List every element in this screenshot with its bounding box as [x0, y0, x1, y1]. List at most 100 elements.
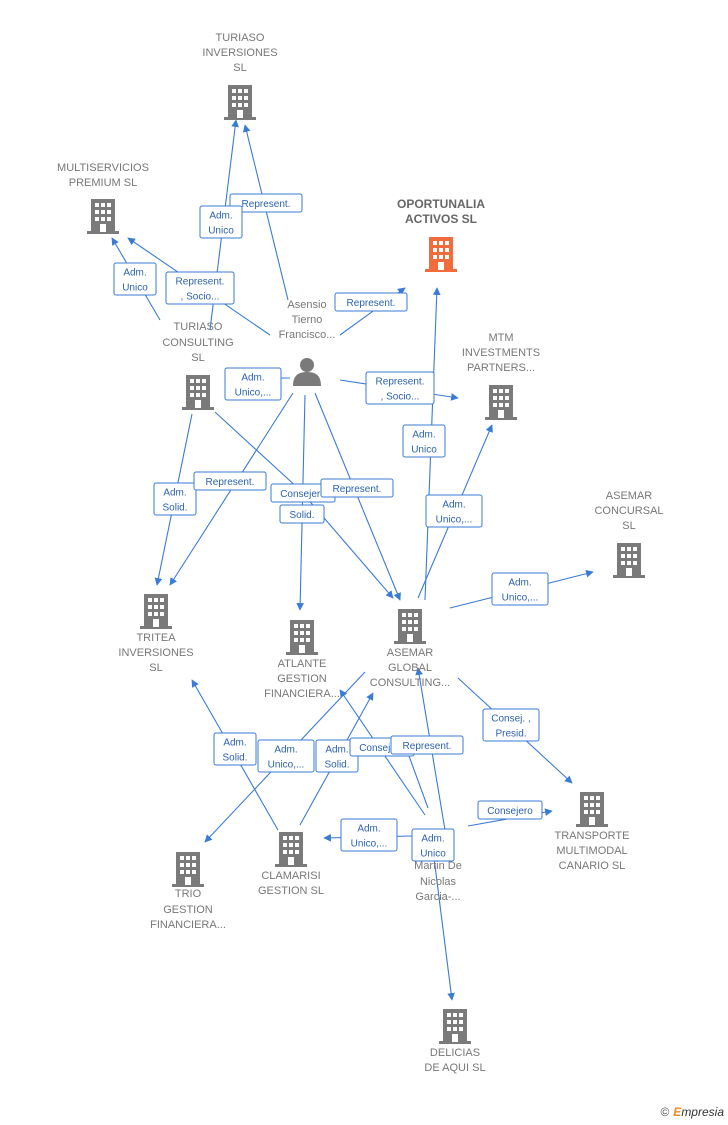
- node-trio[interactable]: TRIO GESTION FINANCIERA...: [150, 852, 226, 931]
- edge-label-text: Adm.: [412, 430, 435, 441]
- edge-label-text: Adm.: [421, 834, 444, 845]
- edge-label-text: Adm.: [241, 373, 264, 384]
- edge-label-text: Unico,...: [502, 593, 539, 604]
- edge-label-text: Unico,...: [351, 839, 388, 850]
- edge-label-text: Unico: [420, 849, 446, 860]
- building-icon: [576, 792, 608, 827]
- building-icon: [439, 1009, 471, 1044]
- node-label-line: TURIASO: [216, 32, 265, 44]
- edge-label-text: Unico,...: [235, 388, 272, 399]
- edge-label-text: Adm.: [508, 578, 531, 589]
- node-turiaso_cons[interactable]: TURIASO CONSULTING SL: [162, 321, 234, 410]
- edge-label-text: Adm.: [223, 738, 246, 749]
- edge-label-text: Consejero: [487, 806, 533, 817]
- node-label-line: FINANCIERA...: [150, 919, 226, 931]
- node-label-line: TURIASO: [174, 321, 223, 333]
- building-icon: [425, 237, 457, 272]
- node-mtm[interactable]: MTM INVESTMENTS PARTNERS...: [462, 332, 540, 420]
- edge-label-e21[interactable]: Represent.: [390, 735, 464, 755]
- node-label-line: MTM: [488, 332, 513, 344]
- edge-label-e2[interactable]: Adm. Unico: [199, 205, 243, 239]
- building-icon: [140, 594, 172, 629]
- copyright-icon: ©: [660, 1105, 670, 1119]
- node-label-line: INVESTMENTS: [462, 347, 540, 359]
- node-martin[interactable]: Martin DeNicolasGarcia-...: [414, 860, 462, 903]
- building-icon: [286, 620, 318, 655]
- node-label-line: CONCURSAL: [594, 505, 663, 517]
- edge-label-e16[interactable]: Consej. , Presid.: [482, 708, 540, 742]
- edge-label-text: Unico,...: [268, 760, 305, 771]
- node-label-line: SL: [191, 352, 204, 364]
- edge-label-text: Unico: [208, 226, 234, 237]
- node-label-line: PREMIUM SL: [69, 177, 137, 189]
- node-label-line: GESTION: [163, 904, 213, 916]
- edge-label-e6[interactable]: Adm. Unico,...: [224, 367, 282, 401]
- edge-label-e1[interactable]: Represent.: [229, 193, 303, 213]
- node-label-line: Asensio: [287, 299, 326, 311]
- node-label-line: SL: [233, 62, 246, 74]
- edge-label-e3[interactable]: Adm. Unico: [113, 262, 157, 296]
- node-label-line: CONSULTING: [162, 337, 233, 349]
- edge-label-text: Presid.: [495, 729, 526, 740]
- edge-label-e7[interactable]: Represent., Socio...: [365, 371, 435, 405]
- edge-label-e5[interactable]: Represent.: [334, 292, 408, 312]
- brand-logo-initial: E: [673, 1105, 682, 1119]
- node-label-line: SL: [149, 662, 162, 674]
- node-label-line: SL: [622, 520, 635, 532]
- edge-label-e12[interactable]: Solid.: [279, 504, 325, 524]
- edge-label-e10[interactable]: Represent.: [193, 471, 267, 491]
- edge-label-e14[interactable]: Adm.Unico,...: [425, 494, 483, 528]
- node-label-line: Garcia-...: [415, 891, 460, 903]
- node-label-line: GLOBAL: [388, 662, 432, 674]
- edge-label-text: Adm.: [442, 500, 465, 511]
- node-multiservicios[interactable]: MULTISERVICIOS PREMIUM SL: [57, 162, 149, 234]
- edge-label-e17[interactable]: Adm. Solid.: [213, 732, 257, 766]
- edge-label-e4[interactable]: Represent., Socio...: [165, 271, 235, 305]
- edge-label-text: Consej. ,: [491, 714, 530, 725]
- edge-label-text: Represent.: [333, 484, 382, 495]
- edge-label-e13[interactable]: Represent.: [320, 478, 394, 498]
- building-icon: [87, 199, 119, 234]
- edge-label-text: Solid.: [162, 503, 187, 514]
- node-label-line: FINANCIERA...: [264, 688, 340, 700]
- node-label-line: TRITEA: [136, 632, 176, 644]
- edge-label-e24[interactable]: Adm. Unico: [411, 828, 455, 862]
- edge-label-text: Adm.: [209, 211, 232, 222]
- edge-label-text: Unico: [122, 283, 148, 294]
- edge-label-e23[interactable]: Adm. Unico,...: [340, 818, 398, 852]
- node-label-line: TRIO: [175, 888, 202, 900]
- node-label-line: Nicolas: [420, 876, 457, 888]
- edge-label-e22[interactable]: Consejero: [477, 800, 543, 820]
- person-icon: [293, 358, 321, 386]
- edge-label-text: Represent.: [403, 741, 452, 752]
- edge-label-text: Adm.: [163, 488, 186, 499]
- edge-label-e8[interactable]: Adm.Unico: [402, 424, 446, 458]
- edge-label-text: Adm.: [123, 268, 146, 279]
- building-icon: [394, 609, 426, 644]
- node-asemar_glob[interactable]: ASEMARGLOBALCONSULTING...: [370, 609, 450, 689]
- edge-label-e9[interactable]: Adm. Solid.: [153, 482, 197, 516]
- edge-label-e15[interactable]: Adm. Unico,...: [491, 572, 549, 606]
- node-label-line: MULTISERVICIOS: [57, 162, 149, 174]
- node-atlante[interactable]: ATLANTEGESTIONFINANCIERA...: [264, 620, 340, 700]
- node-label-line: CONSULTING...: [370, 677, 450, 689]
- edge-label-text: Adm.: [357, 824, 380, 835]
- node-label-line: PARTNERS...: [467, 362, 535, 374]
- node-asensio[interactable]: AsensioTiernoFrancisco...: [279, 299, 336, 386]
- building-icon: [224, 85, 256, 120]
- edge-label-text: Solid.: [222, 753, 247, 764]
- edge-label-text: Solid.: [324, 760, 349, 771]
- building-icon: [182, 375, 214, 410]
- edge-label-text: Solid.: [289, 510, 314, 521]
- edge-label-e18[interactable]: Adm.Unico,...: [257, 739, 315, 773]
- brand-footer: ©Empresia: [660, 1105, 724, 1119]
